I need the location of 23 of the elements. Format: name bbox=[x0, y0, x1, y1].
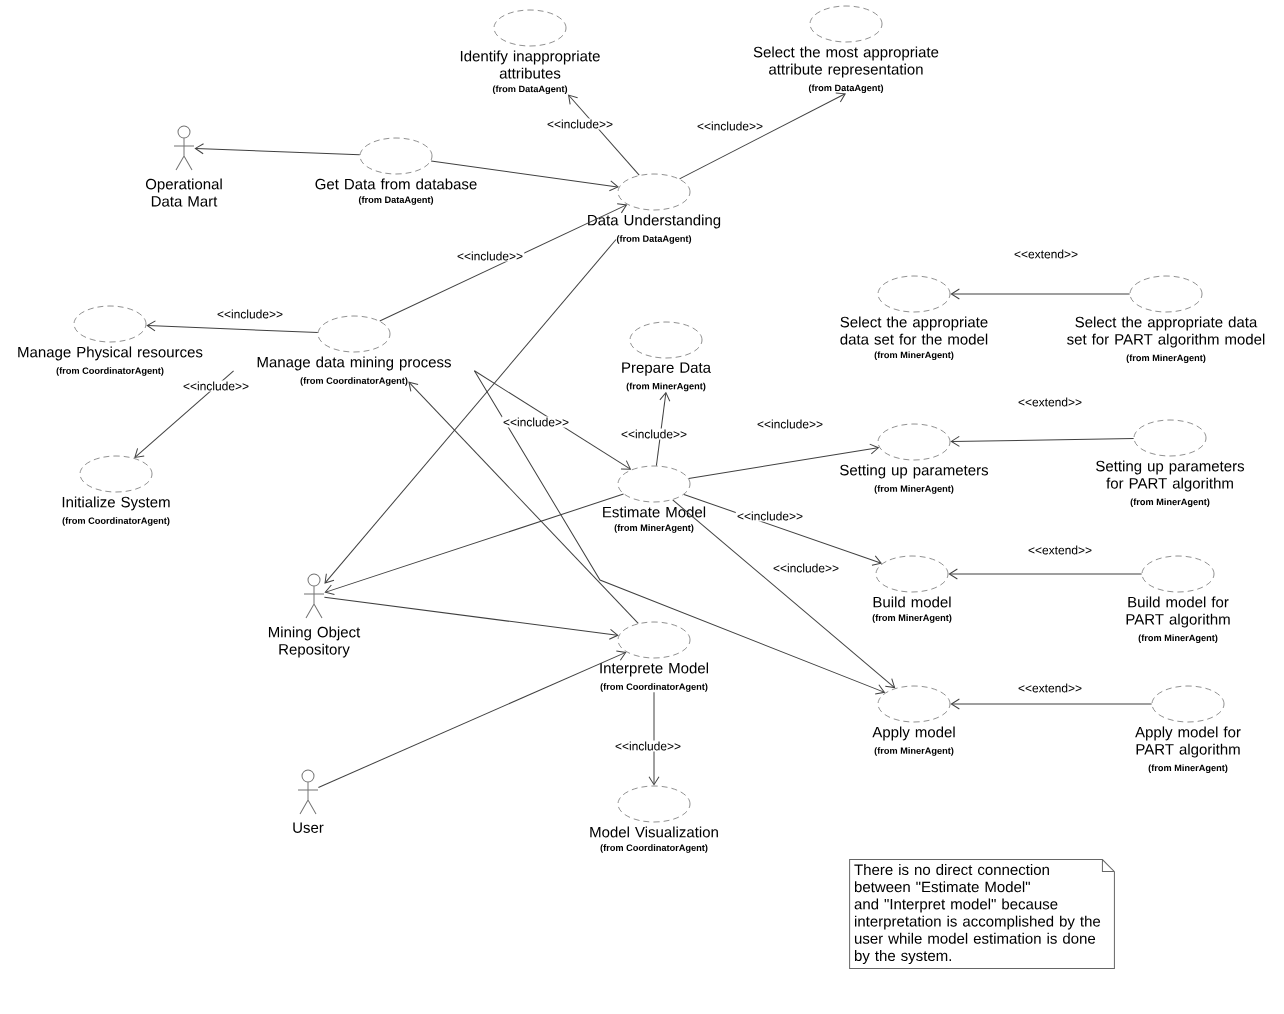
arrow bbox=[473, 370, 885, 695]
arrow bbox=[648, 691, 660, 786]
arrow bbox=[950, 435, 1135, 447]
arrow bbox=[324, 239, 617, 584]
arrow bbox=[948, 568, 1143, 580]
arrow bbox=[408, 381, 639, 624]
arrow bbox=[134, 370, 235, 458]
arrow bbox=[430, 160, 619, 192]
arrow bbox=[146, 320, 319, 333]
arrow bbox=[324, 493, 624, 596]
arrow bbox=[679, 92, 846, 180]
arrow bbox=[473, 370, 631, 470]
arrow bbox=[950, 288, 1131, 300]
arrow bbox=[379, 203, 627, 322]
arrow bbox=[317, 650, 627, 788]
arrow bbox=[683, 493, 882, 566]
arrow bbox=[688, 443, 879, 479]
arrow bbox=[323, 596, 619, 640]
arrow bbox=[950, 698, 1153, 710]
arrow bbox=[194, 143, 361, 156]
arrow bbox=[568, 94, 640, 176]
arrow bbox=[672, 499, 896, 689]
arrow bbox=[655, 392, 671, 467]
